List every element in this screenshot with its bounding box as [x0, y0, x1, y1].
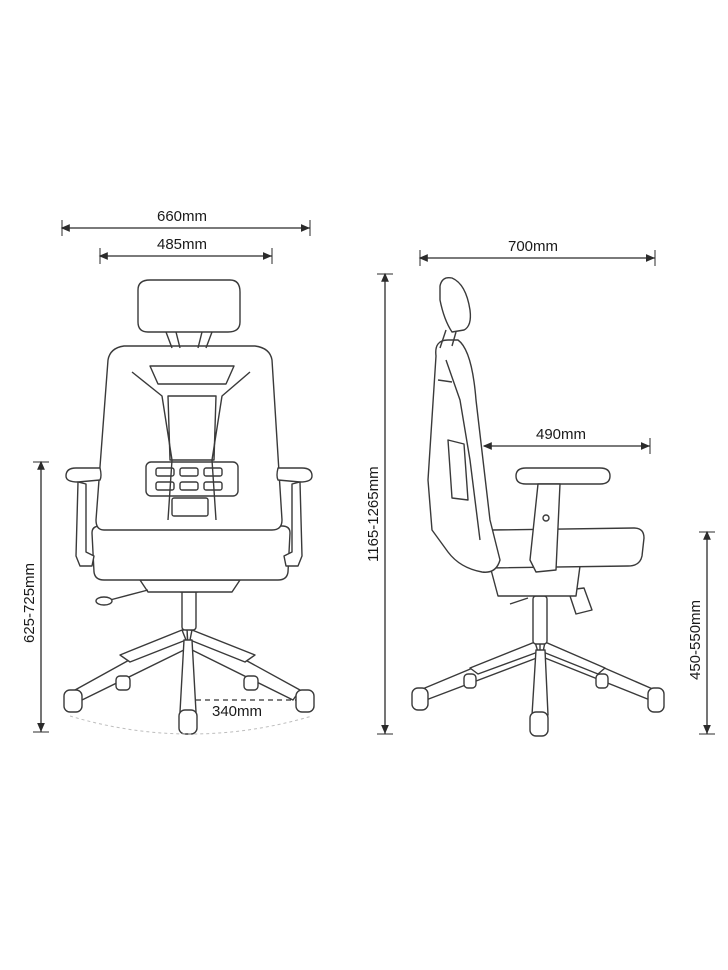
back-width-label: 485mm: [157, 236, 207, 253]
back-width-dimension: 485mm: [98, 236, 273, 264]
seat-depth-label: 490mm: [536, 426, 586, 443]
front-view-chair: [63, 279, 315, 735]
armrest-height-label: 625-725mm: [21, 563, 38, 643]
side-view-chair: [411, 276, 665, 737]
overall-width-dimension: 660mm: [60, 208, 311, 236]
seat-depth-dimension: 490mm: [482, 426, 651, 454]
depth-label: 700mm: [508, 238, 558, 255]
total-height-dimension: 1165-1265mm: [365, 272, 393, 735]
caster-spacing-indicator: 340mm: [69, 699, 313, 735]
total-height-label: 1165-1265mm: [365, 466, 382, 562]
seat-height-dimension: 450-550mm: [687, 530, 715, 735]
depth-dimension: 700mm: [418, 238, 656, 266]
armrest-height-dimension: 625-725mm: [21, 460, 49, 733]
seat-height-label: 450-550mm: [687, 600, 704, 680]
overall-width-label: 660mm: [157, 208, 207, 225]
caster-spacing-label: 340mm: [212, 703, 262, 720]
